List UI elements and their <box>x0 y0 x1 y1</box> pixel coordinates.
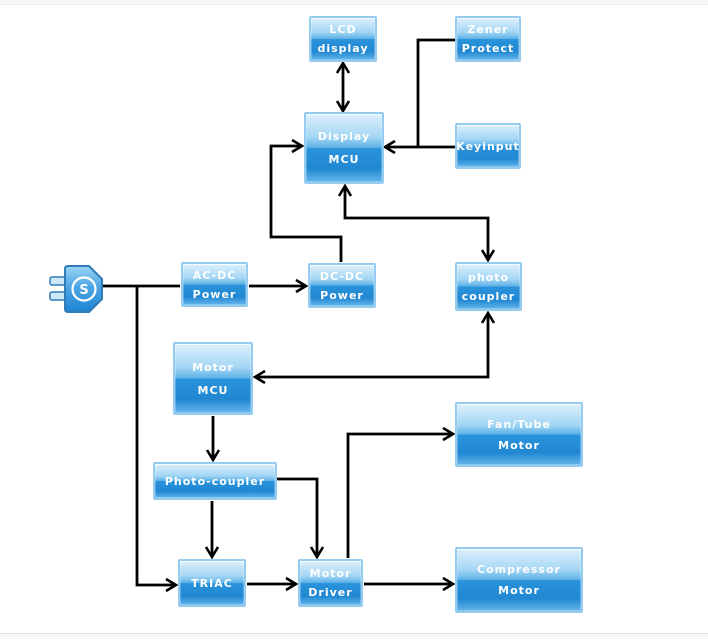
node-label: Protect <box>461 42 515 55</box>
node-label: Motor <box>498 584 540 597</box>
node-label: Motor <box>309 567 352 580</box>
page-bottom-strip <box>0 633 708 639</box>
node-triac: TRIAC <box>178 559 246 607</box>
connector-photocoupler-motormcu <box>252 310 496 385</box>
node-dc-dc-power: DC-DC Power <box>308 263 376 308</box>
plug-letter: S <box>79 283 88 298</box>
connector-plug-triac <box>135 286 179 593</box>
node-label: TRIAC <box>191 576 233 590</box>
node-label: Display <box>317 130 371 143</box>
node-label: LCD <box>329 23 357 36</box>
node-display-mcu: Display MCU <box>304 112 384 184</box>
node-ac-dc-power: AC-DC Power <box>181 262 248 307</box>
node-label: Keyinput <box>456 139 520 153</box>
node-label: coupler <box>461 289 516 303</box>
power-plug-icon: S <box>49 265 103 313</box>
node-photo-coupler-upper: photo coupler <box>455 262 522 311</box>
node-photo-coupler-lower: Photo-coupler <box>153 462 277 500</box>
node-motor-driver: Motor Driver <box>298 559 363 607</box>
node-lcd-display: LCD display <box>309 16 377 62</box>
node-label: MCU <box>197 383 229 397</box>
node-label: Photo-coupler <box>164 474 266 488</box>
node-label: MCU <box>328 153 360 166</box>
node-label: AC-DC <box>192 268 237 282</box>
connector-displaymcu-photocoupler <box>337 183 496 263</box>
node-label: Motor <box>498 438 540 452</box>
node-compressor-motor: Compressor Motor <box>455 547 583 613</box>
connector-motordriver-fantube <box>346 426 456 558</box>
connector-zener-junction <box>416 38 455 147</box>
node-label: display <box>317 42 369 55</box>
node-label: photo <box>467 270 510 284</box>
node-label: Power <box>192 287 237 301</box>
page-top-strip <box>0 0 708 5</box>
node-label: Fan/Tube <box>487 417 551 431</box>
node-label: Compressor <box>477 563 561 576</box>
node-keyinput: Keyinput <box>455 123 521 169</box>
connector-photocoupler2-motordriver <box>277 477 325 560</box>
node-label: DC-DC <box>319 269 365 283</box>
node-zener-protect: Zener Protect <box>455 16 521 62</box>
node-label: Driver <box>308 586 353 599</box>
node-fan-tube-motor: Fan/Tube Motor <box>455 402 583 467</box>
node-label: Power <box>320 288 364 302</box>
node-label: Zener <box>467 23 509 36</box>
node-motor-mcu: Motor MCU <box>173 342 253 415</box>
node-label: Motor <box>192 360 234 374</box>
